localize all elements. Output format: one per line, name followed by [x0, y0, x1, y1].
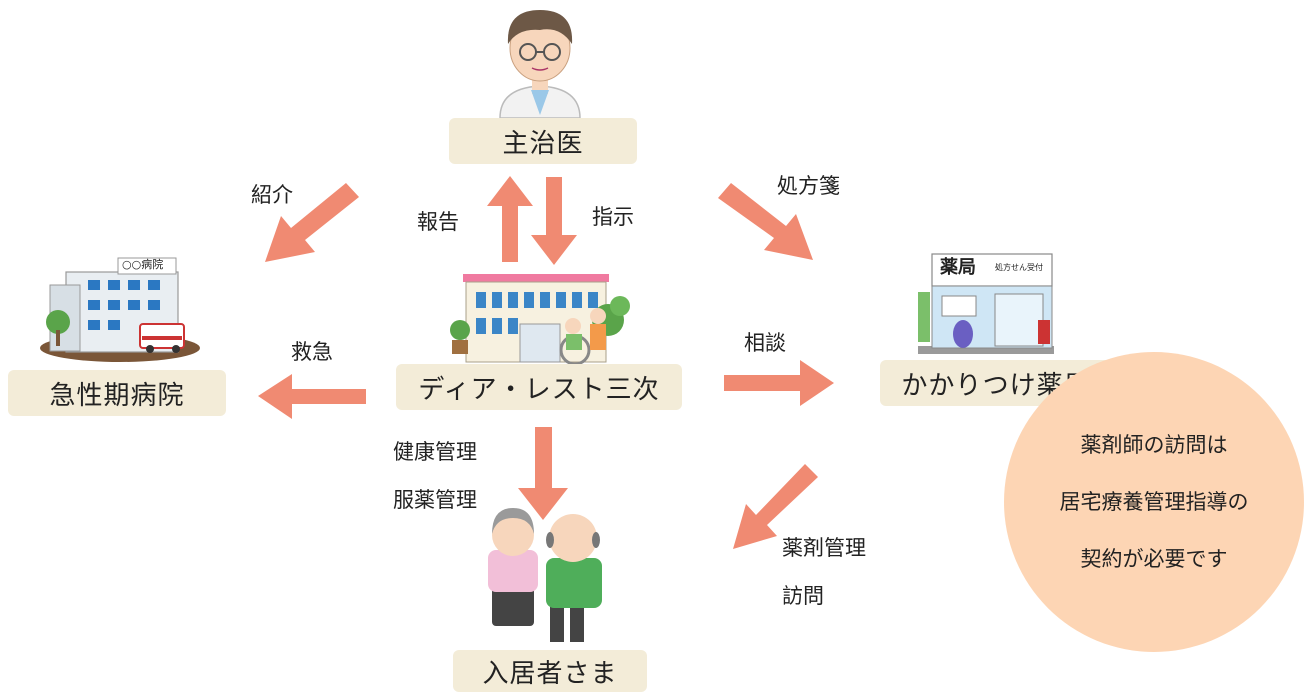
arrow-drug-mgmt — [733, 464, 818, 549]
hospital-illustration — [40, 257, 200, 362]
note-line-3: 契約が必要です — [1080, 546, 1228, 571]
note-line-1: 薬剤師の訪問は — [1080, 432, 1228, 457]
edge-label-health-mgmt: 健康管理 — [393, 440, 477, 464]
note-circle: 薬剤師の訪問は 居宅療養管理指導の 契約が必要です — [1004, 352, 1304, 652]
arrow-referral — [265, 183, 359, 262]
arrow-prescription — [718, 183, 813, 260]
residents-illustration — [488, 508, 602, 642]
residents-box: 入居者さま — [453, 650, 647, 692]
arrow-report-up — [487, 176, 533, 262]
edge-label-visit: 訪問 — [782, 584, 824, 608]
doctor-box: 主治医 — [449, 118, 637, 164]
arrow-health-down — [518, 427, 568, 520]
edge-label-prescription: 処方箋 — [777, 174, 840, 198]
pharmacy-illustration — [918, 253, 1054, 354]
edge-label-drug-mgmt: 薬剤管理 — [782, 536, 866, 560]
facility-box: ディア・レスト三次 — [396, 364, 682, 410]
edge-label-report: 報告 — [417, 210, 459, 234]
note-line-2: 居宅療養管理指導の — [1059, 489, 1249, 514]
facility-illustration — [450, 274, 630, 366]
pharmacy-sign: 薬局 — [940, 257, 976, 278]
arrow-emergency — [258, 374, 366, 419]
hospital-box: 急性期病院 — [8, 370, 226, 416]
arrow-consultation — [724, 360, 834, 406]
arrow-instruction-down — [531, 177, 577, 265]
edge-label-instruction: 指示 — [592, 205, 634, 229]
edge-label-emergency: 救急 — [291, 340, 333, 364]
doctor-illustration — [499, 10, 581, 119]
edge-label-consultation: 相談 — [744, 331, 786, 355]
hospital-sign: ○○病院 — [122, 258, 164, 271]
edge-label-medication-mgmt: 服薬管理 — [393, 488, 477, 512]
edge-label-referral: 紹介 — [251, 183, 293, 207]
pharmacy-small-sign: 処方せん受付 — [995, 263, 1043, 272]
